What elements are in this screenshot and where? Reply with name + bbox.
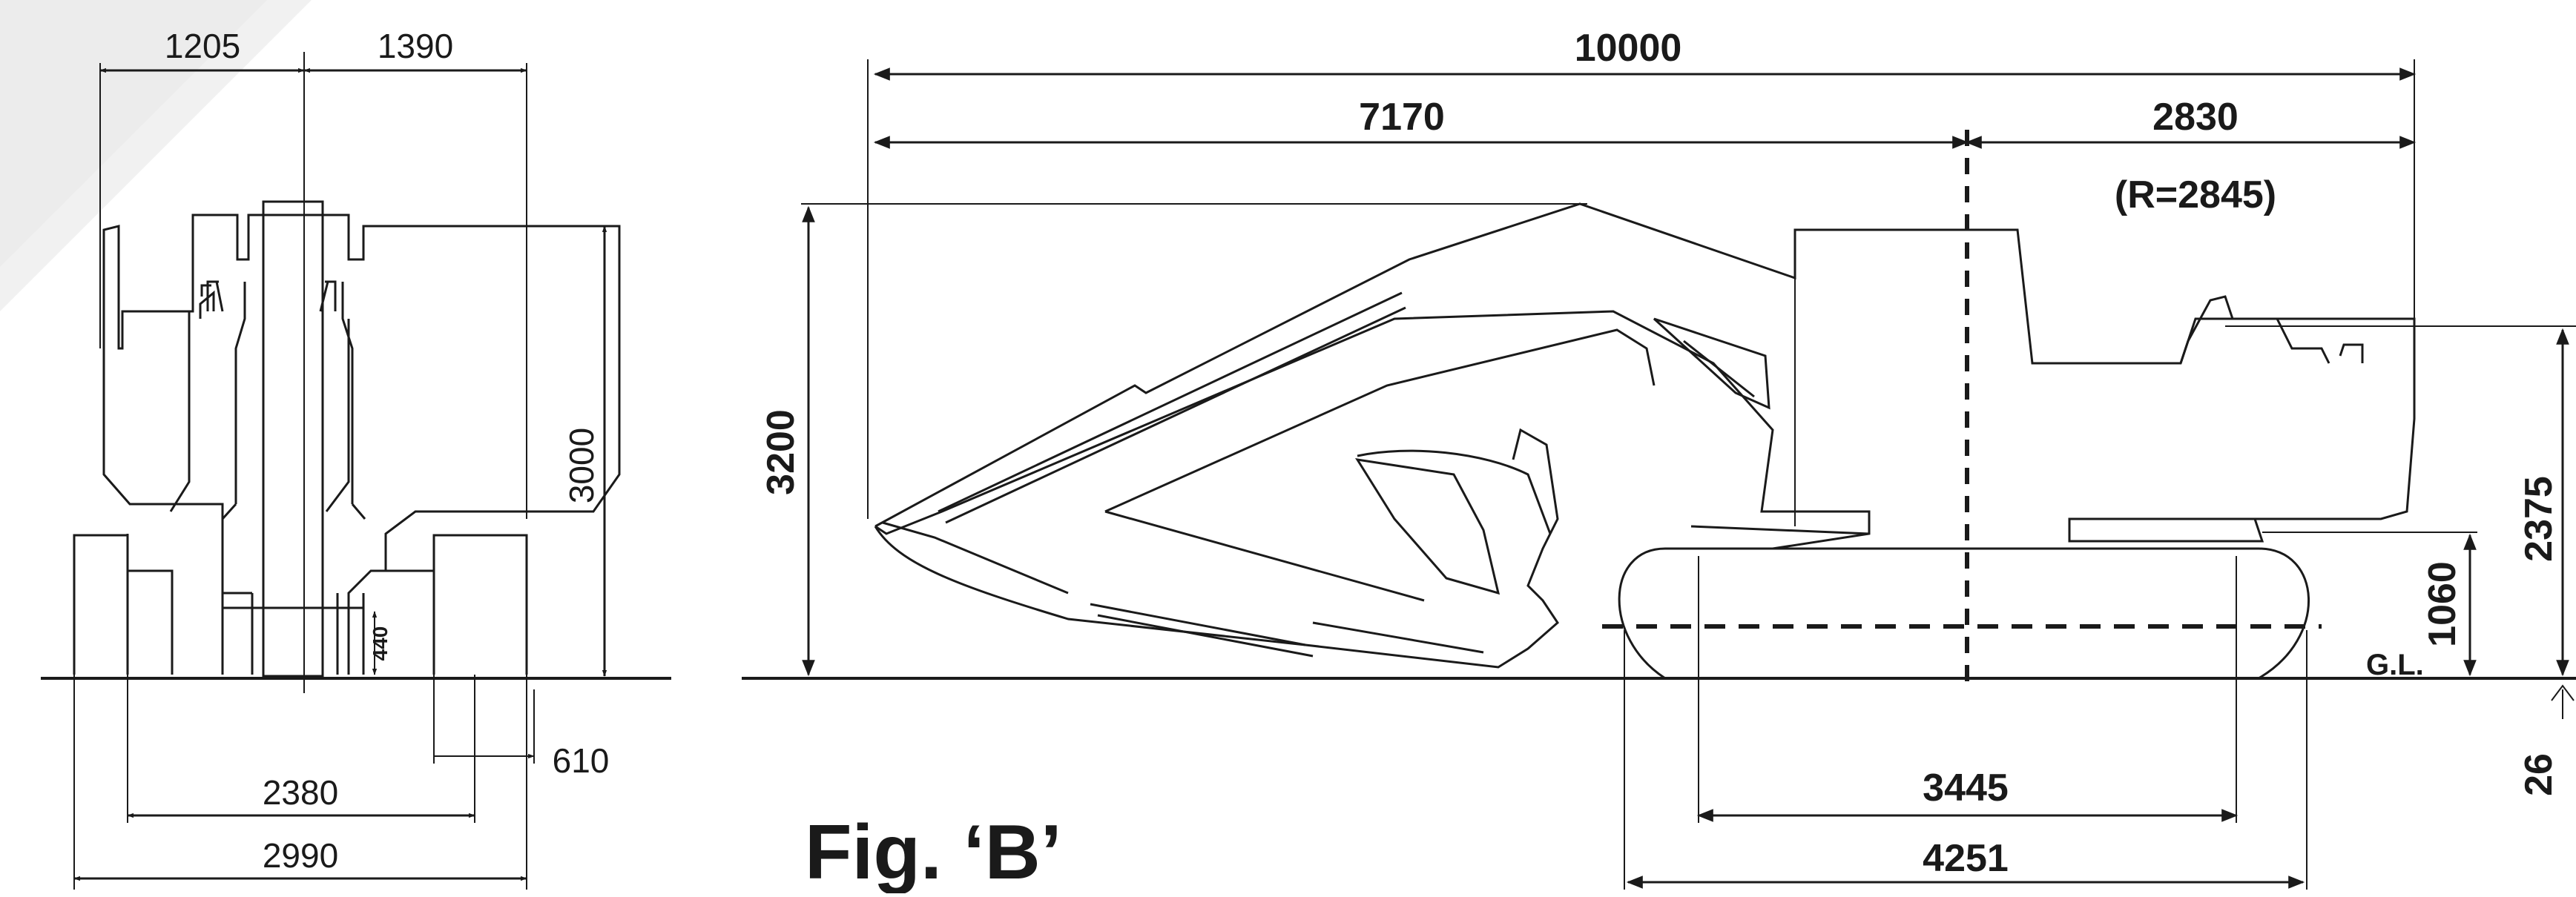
background-sheen xyxy=(0,0,312,311)
figure-caption: Fig. ‘B’ xyxy=(805,810,1062,893)
side-view xyxy=(742,59,2576,890)
dim-3000: 3000 xyxy=(562,428,601,503)
ground-line-label: G.L. xyxy=(2366,649,2424,681)
dim-1390: 1390 xyxy=(378,27,453,65)
dim-1060: 1060 xyxy=(2421,561,2464,647)
dim-2830: 2830 xyxy=(2152,96,2239,139)
dim-2380: 2380 xyxy=(263,773,338,812)
crawler-track xyxy=(1618,547,2310,680)
dim-3445: 3445 xyxy=(1923,767,2009,810)
front-boom xyxy=(262,200,324,678)
dim-r2845: (R=2845) xyxy=(2115,173,2276,216)
dim-2375: 2375 xyxy=(2517,476,2560,562)
dim-4251: 4251 xyxy=(1923,837,2009,880)
bucket xyxy=(874,428,1559,669)
side-upper-outline xyxy=(874,202,2416,528)
dim-10000: 10000 xyxy=(1575,27,1682,70)
dim-3200: 3200 xyxy=(760,409,803,495)
dim-1205: 1205 xyxy=(165,27,240,65)
right-track xyxy=(432,534,528,675)
dim-7170: 7170 xyxy=(1359,96,1445,139)
dim-26: 26 xyxy=(2517,753,2560,796)
dim-440: 440 xyxy=(369,626,392,661)
front-view xyxy=(41,52,671,890)
arm-cutout xyxy=(1354,458,1501,595)
dim-2990: 2990 xyxy=(263,836,338,875)
left-track xyxy=(73,534,174,675)
dim-610: 610 xyxy=(553,741,610,780)
upper-structure xyxy=(102,214,621,571)
